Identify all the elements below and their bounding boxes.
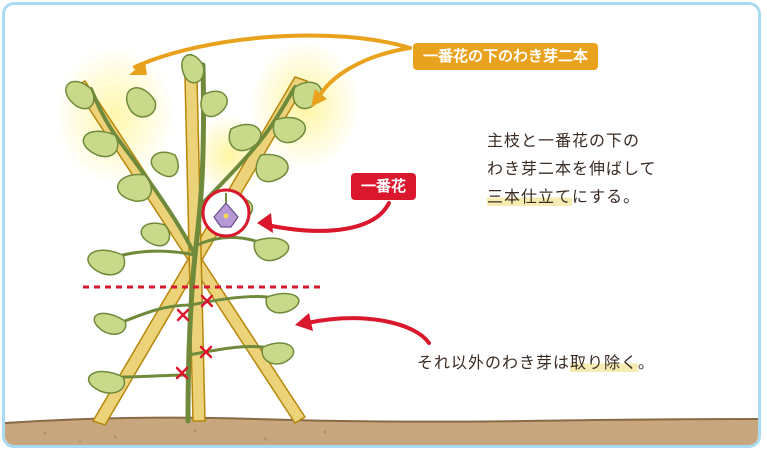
eggplant-flower-icon bbox=[213, 193, 239, 228]
main-note-line3-rest: にする。 bbox=[572, 187, 641, 206]
main-note: 主枝と一番花の下の わき芽二本を伸ばして 三本仕立てにする。 bbox=[487, 127, 657, 211]
side-shoots-label: 一番花の下のわき芽二本 bbox=[413, 43, 599, 70]
remove-highlight: 取り除く bbox=[570, 353, 639, 372]
main-note-line1: 主枝と一番花の下の bbox=[487, 131, 641, 150]
main-note-line2: わき芽二本を伸ばして bbox=[487, 159, 657, 178]
glow-left bbox=[55, 45, 175, 185]
arrow-side-shoots bbox=[133, 33, 412, 102]
first-flower-label: 一番花 bbox=[351, 173, 417, 200]
three-stem-highlight: 三本仕立て bbox=[487, 187, 573, 206]
plant-illustration bbox=[5, 33, 758, 445]
soil bbox=[5, 417, 758, 445]
leaves bbox=[65, 54, 323, 394]
stems bbox=[89, 62, 297, 424]
remove-note-suffix: 。 bbox=[638, 353, 656, 372]
x-mark-icon bbox=[175, 294, 214, 380]
remove-note-prefix: それ以外のわき芽は bbox=[417, 353, 571, 372]
arrow-first-flower bbox=[265, 201, 391, 233]
diagram-frame: 一番花の下のわき芽二本 一番花 主枝と一番花の下の わき芽二本を伸ばして 三本仕… bbox=[2, 2, 761, 448]
remove-note: それ以外のわき芽は取り除く。 bbox=[417, 349, 655, 377]
main-note-line3: 三本仕立てにする。 bbox=[487, 183, 657, 211]
arrow-remove bbox=[305, 316, 431, 345]
